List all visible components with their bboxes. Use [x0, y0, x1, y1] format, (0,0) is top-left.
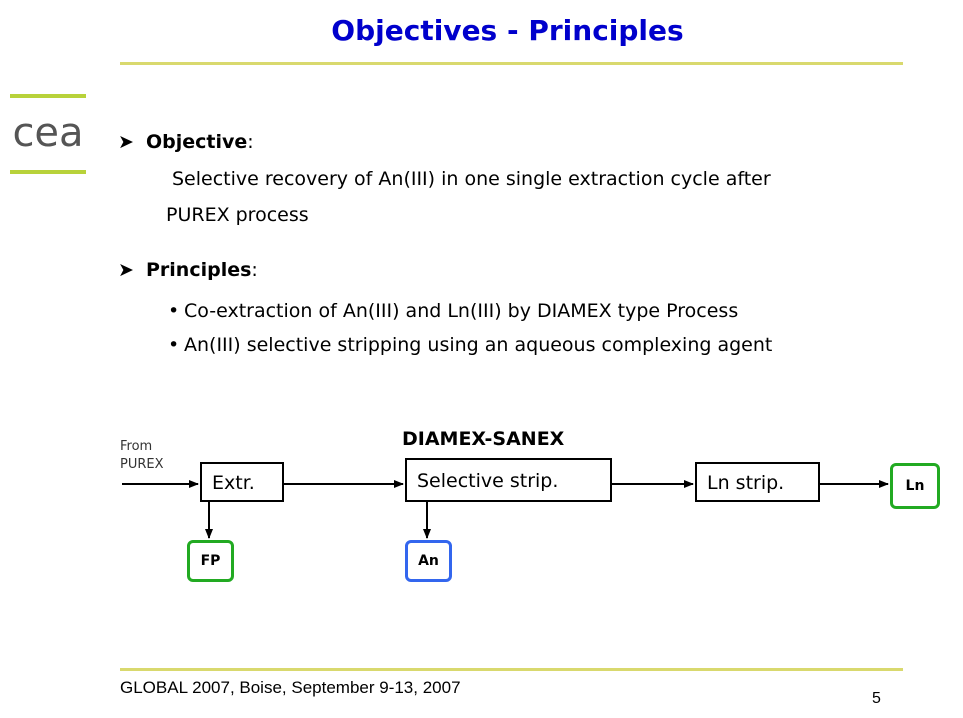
slide-title: Objectives - Principles	[331, 14, 684, 47]
diagram-title: DIAMEX-SANEX	[402, 428, 565, 450]
an-output-badge: An	[405, 540, 452, 582]
fp-output-badge: FP	[187, 540, 234, 582]
title-rule	[120, 62, 903, 65]
objective-line-2: PUREX process	[166, 204, 309, 226]
logo-bar-top	[10, 94, 86, 98]
principle-item-2: An(III) selective stripping using an aqu…	[184, 334, 773, 356]
principle-item-1: Co-extraction of An(III) and Ln(III) by …	[184, 300, 739, 322]
principles-arrow-icon: ➤	[118, 259, 134, 281]
objective-heading: Objective:	[146, 131, 254, 153]
bullet-dot-icon: •	[168, 300, 180, 322]
objective-line-1: Selective recovery of An(III) in one sin…	[172, 168, 771, 190]
bullet-dot-icon: •	[168, 334, 180, 356]
footer-rule	[120, 668, 903, 671]
page-number: 5	[872, 690, 881, 707]
cea-logo: cea	[10, 94, 86, 174]
objective-arrow-icon: ➤	[118, 131, 134, 153]
principles-heading: Principles:	[146, 259, 258, 281]
ln-strip-box: Ln strip.	[695, 462, 820, 502]
selective-strip-box: Selective strip.	[405, 458, 612, 502]
from-purex-label: From PUREX	[120, 439, 164, 472]
logo-text: cea	[12, 110, 83, 156]
footer-text: GLOBAL 2007, Boise, September 9-13, 2007	[120, 678, 461, 697]
ln-output-badge: Ln	[890, 463, 940, 509]
logo-bar-bottom	[10, 170, 86, 174]
extraction-box: Extr.	[200, 462, 284, 502]
